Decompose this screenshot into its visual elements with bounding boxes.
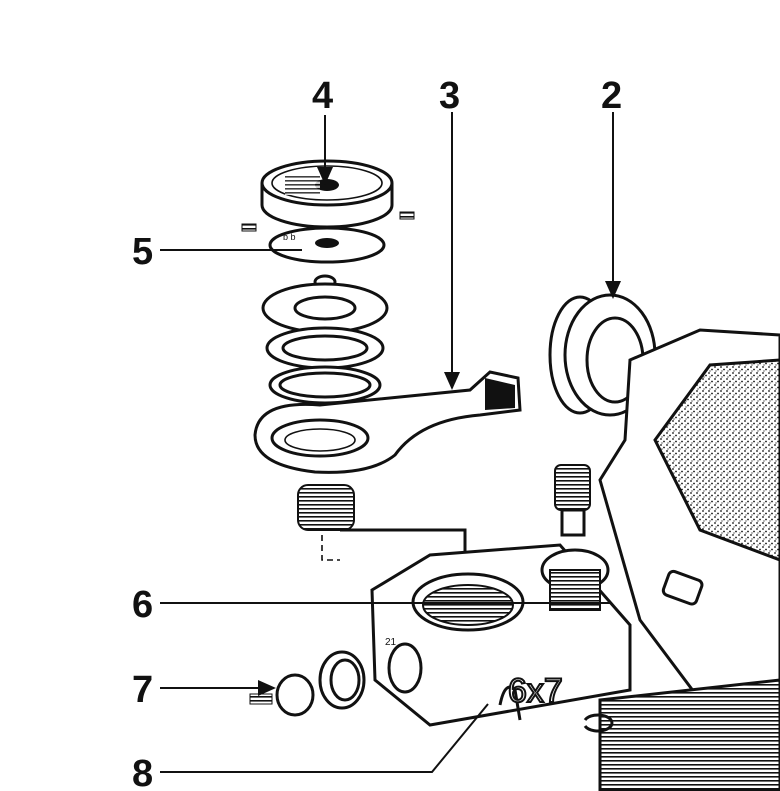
- svg-text:b b: b b: [283, 232, 296, 242]
- assembly-path-line: [321, 535, 340, 561]
- set-screws: [241, 211, 415, 232]
- callout-5: 5: [132, 231, 153, 273]
- part-8-housing: 6x7 21: [370, 543, 632, 727]
- release-knob: [554, 464, 591, 537]
- callout-4: 4: [312, 75, 333, 117]
- callout-7: 7: [132, 669, 153, 711]
- housing-marking-6x7: 6x7: [508, 672, 563, 710]
- callout-8: 8: [132, 753, 153, 791]
- part-3-lever: [253, 370, 522, 474]
- ring-stack: [261, 274, 389, 405]
- callout-3: 3: [439, 75, 460, 117]
- spring: [297, 484, 355, 531]
- prism-housing: [598, 328, 780, 791]
- part-5-scale-disc: b b: [268, 226, 386, 264]
- leader-lines: [160, 112, 621, 773]
- callout-2: 2: [601, 75, 622, 117]
- callout-6: 6: [132, 584, 153, 626]
- part-7-screw-assembly: [249, 650, 366, 717]
- clip-ring: [583, 713, 614, 733]
- part-4-dial: [260, 159, 394, 229]
- housing-small-marking: 21: [385, 637, 397, 648]
